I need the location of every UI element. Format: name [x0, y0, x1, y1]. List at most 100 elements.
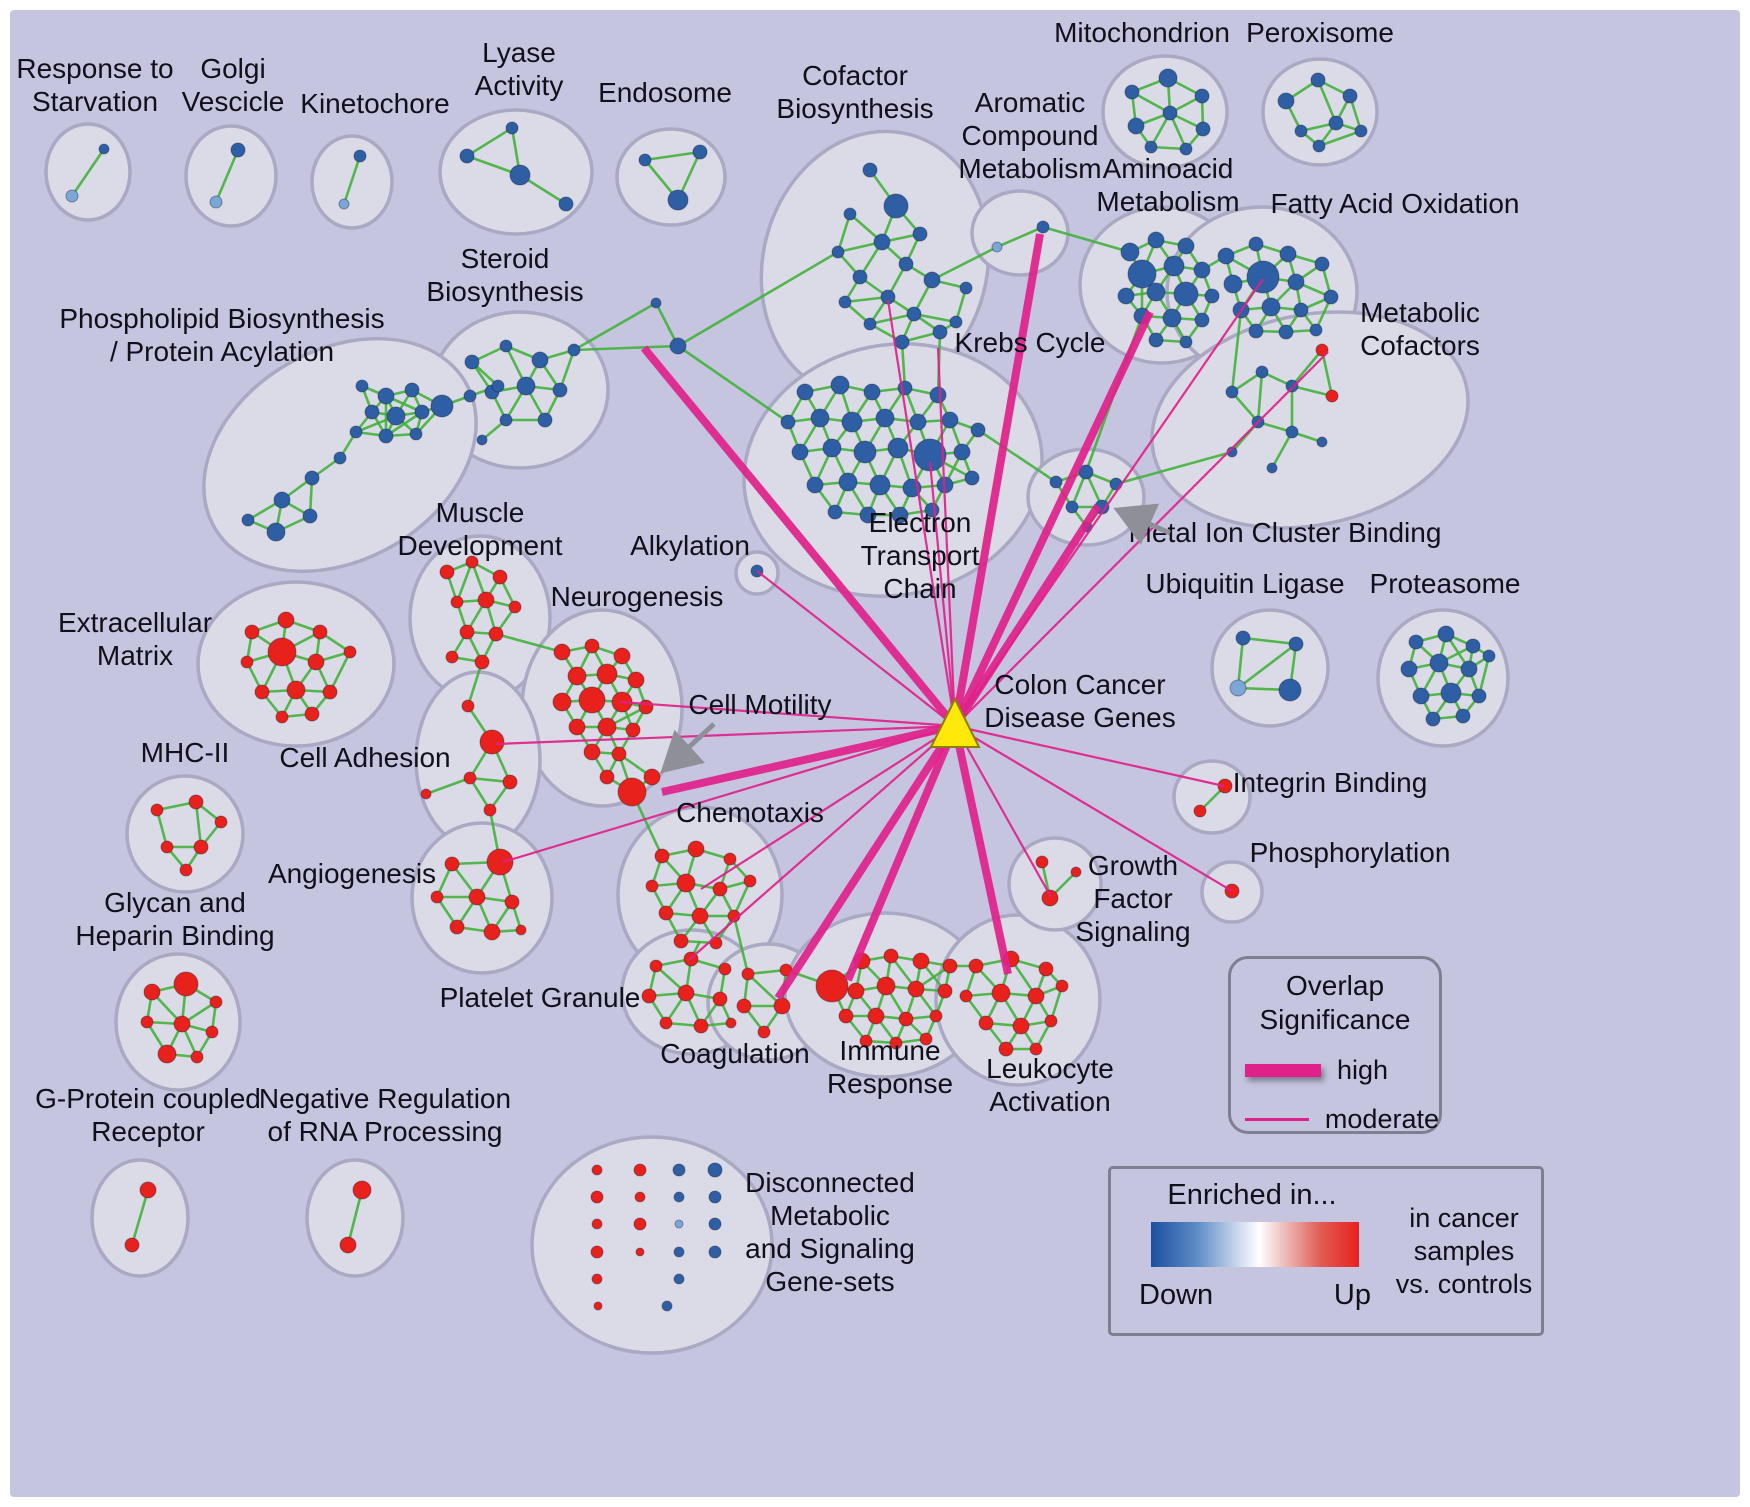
node-neurogenesis [638, 699, 654, 715]
node-disconnected-gene-sets [633, 1163, 647, 1177]
node-metabolic-cofactors [1285, 379, 1299, 393]
node-platelet-granule [641, 988, 657, 1004]
node-aminoacid-metabolism [1204, 288, 1220, 304]
node-neurogenesis [578, 686, 606, 714]
node-muscle-development [508, 600, 522, 614]
node-phospholipid-biosynthesis-protein-acylation [266, 522, 286, 542]
node-cofactor-biosynthesis [883, 193, 909, 219]
overlap-edge-high [774, 723, 959, 1001]
edges-g-protein-coupled-receptor [130, 1189, 150, 1246]
nodes-leukocyte-activation [959, 950, 1069, 1057]
edges-response-to-starvation [70, 148, 106, 197]
node-aminoacid-metabolism [1193, 261, 1211, 279]
node-phospholipid-biosynthesis-protein-acylation [355, 379, 369, 393]
inter-cluster-link [1230, 309, 1243, 393]
node-metabolic-cofactors [1255, 365, 1269, 379]
label-phospholipid-biosynthesis: Phospholipid Biosynthesis/ Protein Acyla… [59, 303, 384, 367]
node-electron-transport-chain [841, 411, 863, 433]
label-peroxisome: Peroxisome [1246, 17, 1394, 48]
node-disconnected-gene-sets [708, 1190, 722, 1204]
node-platelet-granule [659, 1016, 673, 1030]
node-disconnected-gene-sets [633, 1217, 647, 1231]
node-metabolic-cofactors [1325, 389, 1339, 403]
nodes-extracellular-matrix [240, 611, 357, 724]
node-glycan-and-heparin-binding [205, 1025, 219, 1039]
node-phospholipid-biosynthesis-protein-acylation [333, 451, 347, 465]
nodes-peroxisome [1277, 72, 1368, 153]
node-proteasome [1408, 634, 1424, 650]
node-proteasome [1412, 687, 1430, 705]
down-label: Down [1139, 1279, 1214, 1311]
up-label: Up [1333, 1279, 1371, 1311]
node-phospholipid-biosynthesis-protein-acylation [349, 425, 363, 439]
node-cell-adhesion [463, 771, 477, 785]
node-proteasome [1465, 638, 1481, 654]
node-muscle-development [445, 650, 459, 664]
node-neurogenesis [552, 692, 572, 712]
node-neurogenesis [613, 647, 631, 665]
node-proteasome [1425, 711, 1441, 727]
node-metabolic-cofactors [1225, 385, 1239, 399]
node-electron-transport-chain [869, 474, 891, 496]
node-aminoacid-metabolism [1148, 332, 1164, 348]
overlap-edge-moderate [928, 461, 957, 727]
node-disconnected-gene-sets [673, 1246, 685, 1258]
node-immune-response [919, 1032, 933, 1046]
node-coagulation [741, 967, 755, 981]
node-metabolic-cofactors [1266, 462, 1278, 474]
node-platelet-granule [712, 991, 728, 1007]
legend-overlap-title-line2: Significance [1259, 1004, 1411, 1035]
node-muscle-development [439, 564, 455, 580]
node-cofactor-biosynthesis [862, 162, 878, 178]
inter-cluster-link [1042, 225, 1131, 254]
node-platelet-granule [649, 959, 663, 973]
overlap-edge-high [951, 233, 1044, 727]
legend-overlap-title-line1: Overlap [1285, 970, 1385, 1001]
node-platelet-granule [677, 984, 695, 1002]
node-immune-response [876, 976, 896, 996]
overlap-edge-high [951, 725, 1012, 975]
node-disconnected-gene-sets [634, 1191, 646, 1203]
node-neurogenesis [583, 743, 601, 761]
node-phospholipid-biosynthesis-protein-acylation [378, 428, 394, 444]
node-neurogenesis [553, 643, 571, 661]
node-coagulation [736, 998, 752, 1014]
pointer-arrow [1113, 503, 1172, 545]
label-integrin-binding: Integrin Binding [1233, 767, 1428, 798]
nodes-lyase-activity [459, 121, 574, 212]
moderate-significance-line-sample [1245, 1118, 1309, 1121]
nodes-mitochondrion [1124, 68, 1211, 156]
nodes-cofactor-biosynthesis [831, 162, 973, 350]
node-peroxisome [1354, 124, 1368, 138]
node-integrin-binding [1217, 778, 1233, 794]
node-growth-factor-signaling [1070, 866, 1082, 878]
bubble-peroxisome [1261, 57, 1379, 167]
node-mitochondrion [1162, 105, 1178, 121]
node-electron-transport-chain [929, 386, 947, 404]
node-muscle-development [488, 626, 504, 642]
inter-cluster-link [732, 915, 750, 975]
overlap-edge-high [844, 724, 959, 982]
inter-cluster-link [466, 661, 484, 707]
node-endosome [638, 153, 652, 167]
pointer-arrow [660, 722, 716, 774]
label-coagulation: Coagulation [660, 1038, 809, 1069]
node-aminoacid-metabolism [1146, 282, 1166, 302]
node-immune-response [847, 982, 865, 1000]
node-electron-transport-chain [909, 413, 927, 431]
bubble-golgi-vescicle [184, 124, 278, 228]
nodes-growth-factor-signaling [1035, 855, 1082, 907]
nodes-endosome [638, 144, 708, 211]
node-neurogenesis [625, 722, 641, 738]
label-angiogenesis: Angiogenesis [268, 858, 436, 889]
node-cofactor-biosynthesis [838, 295, 852, 309]
node-cofactor-biosynthesis [906, 306, 922, 322]
node-immune-response [867, 1007, 885, 1025]
nodes-ubiquitin-ligase [1229, 630, 1304, 702]
node-extracellular-matrix [244, 624, 260, 640]
node-muscle-development [474, 654, 490, 670]
